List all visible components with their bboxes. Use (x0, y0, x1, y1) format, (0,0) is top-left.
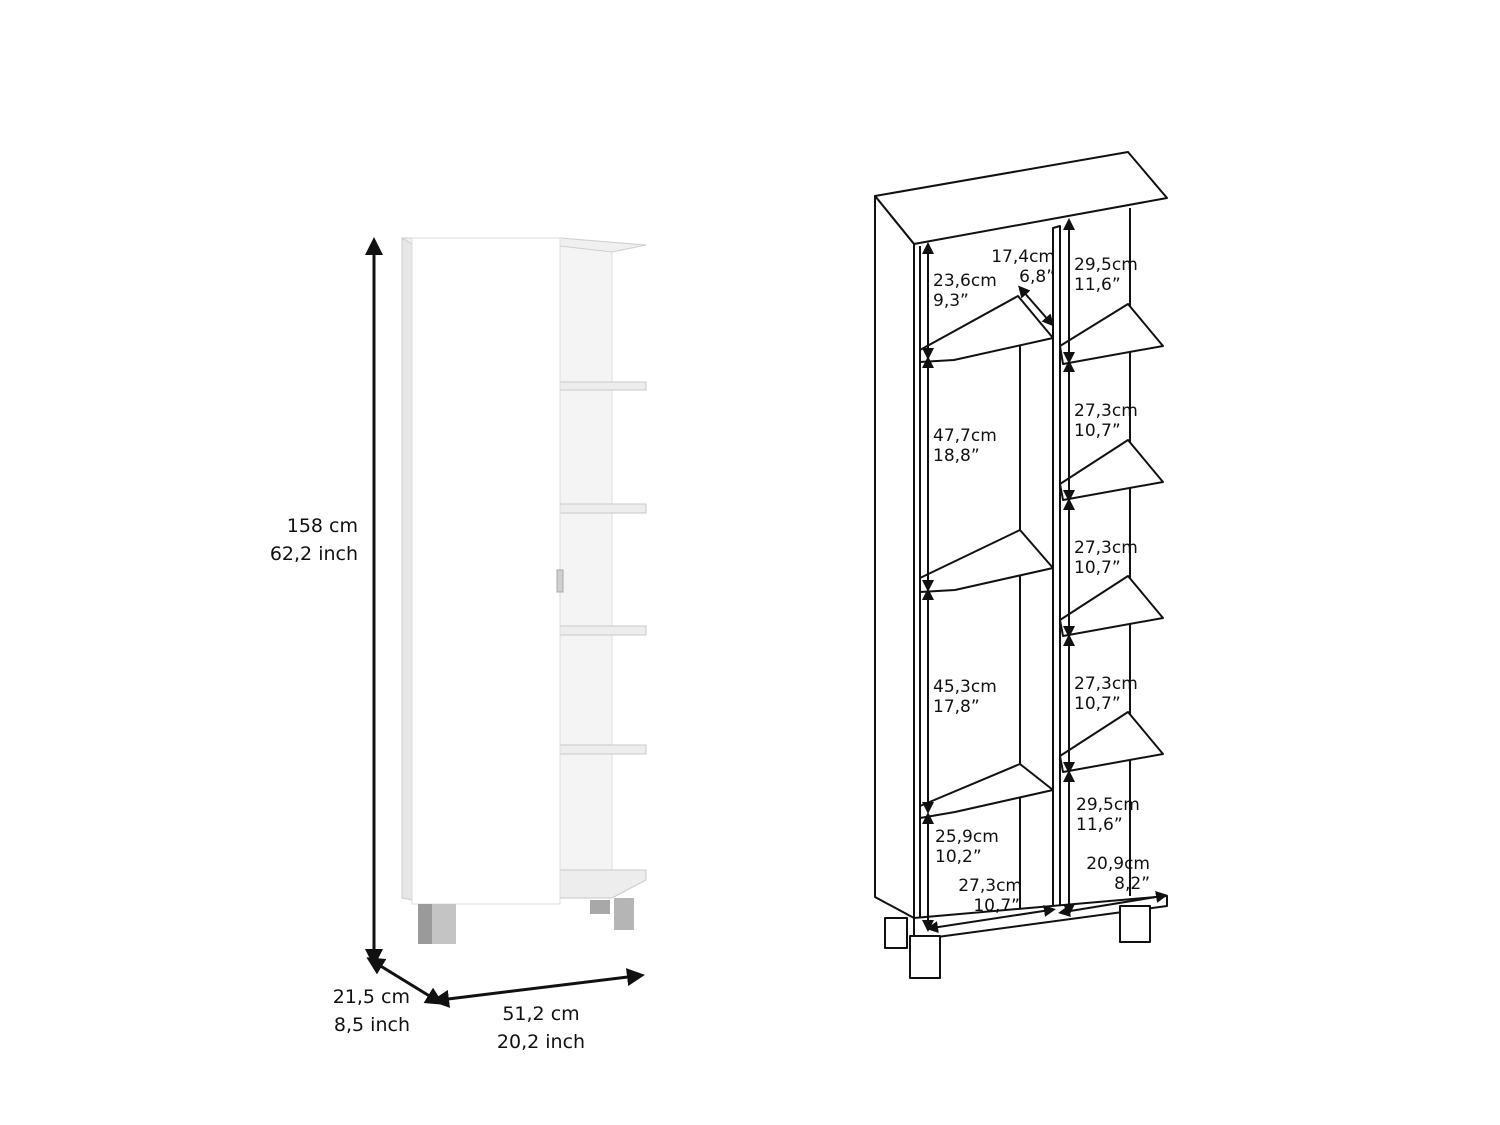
left-width-cm: 27,3cm (958, 876, 1022, 896)
right-shelf-2 (1059, 439, 1164, 501)
shelf (559, 381, 647, 391)
width-arrow (431, 968, 645, 1008)
right-5-in: 11,6” (1076, 815, 1123, 835)
shelf (559, 625, 647, 636)
right-shelf-4 (1059, 711, 1164, 773)
cabinet-door (411, 237, 561, 905)
right-2-cm: 27,3cm (1074, 401, 1138, 421)
left-mid-h-in: 18,8” (933, 446, 980, 466)
shelf (559, 503, 647, 514)
center-divider (1052, 225, 1061, 918)
leg (884, 917, 908, 949)
right-1-cm: 29,5cm (1074, 255, 1138, 275)
door-handle (556, 569, 564, 593)
left-top-h-in: 9,3” (933, 291, 969, 311)
height-in-label: 62,2 inch (270, 543, 358, 565)
overall-dimension-arrows (365, 237, 645, 1008)
left-lower-h-in: 17,8” (933, 697, 980, 717)
depth-in-label: 8,5 inch (334, 1014, 410, 1036)
cabinet-side-panel (401, 237, 413, 901)
width-cm-label: 51,2 cm (502, 1003, 579, 1025)
leg (1119, 905, 1151, 943)
left-top-depth-in: 6,8” (1019, 267, 1055, 287)
cabinet-leg (614, 898, 634, 930)
right-4-cm: 27,3cm (1074, 674, 1138, 694)
left-top-depth-cm: 17,4cm (991, 247, 1055, 267)
cabinet-back-panel (559, 244, 613, 893)
depth-cm-label: 21,5 cm (333, 986, 410, 1008)
width-in-label: 20,2 inch (497, 1031, 585, 1053)
shelf (559, 744, 647, 755)
cabinet-line-drawing (874, 151, 1168, 979)
cabinet-leg (590, 900, 610, 914)
left-shelf-3 (919, 763, 1054, 819)
right-3-in: 10,7” (1074, 558, 1121, 578)
right-width-cm: 20,9cm (1086, 854, 1150, 874)
left-mid-h-cm: 47,7cm (933, 426, 997, 446)
right-width-arrow (1058, 891, 1168, 917)
right-1-in: 11,6” (1074, 275, 1121, 295)
cabinet-leg (432, 904, 456, 944)
right-5-cm: 29,5cm (1076, 795, 1140, 815)
left-width-in: 10,7” (973, 896, 1020, 916)
left-bottom-h-in: 10,2” (935, 847, 982, 867)
top-board (874, 151, 1168, 245)
height-cm-label: 158 cm (287, 515, 358, 537)
interior-dimension-arrows (922, 218, 1168, 934)
cabinet-rendering (401, 237, 647, 944)
right-2-in: 10,7” (1074, 421, 1121, 441)
cabinet-leg (418, 904, 432, 944)
right-shelf-1 (1059, 303, 1164, 365)
left-shelf-2 (919, 529, 1054, 593)
shelf (559, 869, 647, 899)
right-4-in: 10,7” (1074, 694, 1121, 714)
left-bottom-h-cm: 25,9cm (935, 827, 999, 847)
right-3-cm: 27,3cm (1074, 538, 1138, 558)
left-top-h-cm: 23,6cm (933, 271, 997, 291)
depth-arrow (366, 957, 444, 1005)
right-width-in: 8,2” (1114, 874, 1150, 894)
leg (909, 935, 941, 979)
left-width-arrow (926, 904, 1056, 934)
right-shelf-3 (1059, 575, 1164, 637)
left-lower-h-cm: 45,3cm (933, 677, 997, 697)
left-side-panel (874, 195, 915, 919)
left-top-depth-arrow (1018, 285, 1054, 327)
